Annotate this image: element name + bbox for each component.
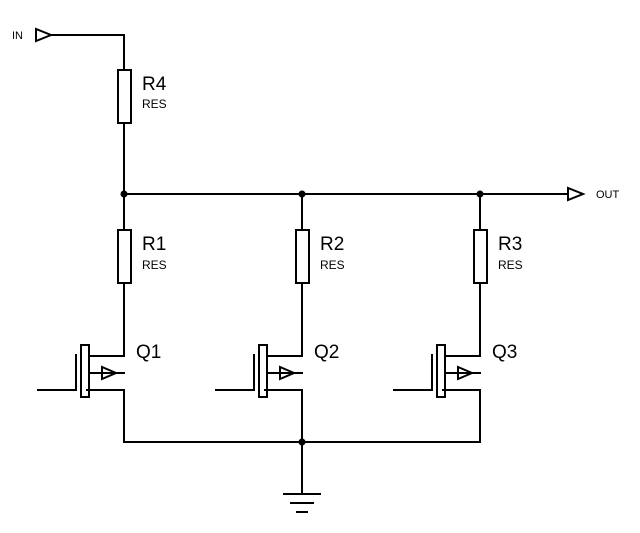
input-port-arrow-icon (35, 27, 54, 43)
q2-gate-wire (215, 354, 255, 391)
transistor-q1-designator: Q1 (136, 342, 161, 363)
q3-gate-wire (393, 354, 433, 391)
resistor-r2-value: RES (320, 258, 345, 272)
q1-channel (80, 344, 90, 398)
q1-drain-wire (86, 282, 125, 357)
q1-gate-wire (37, 354, 77, 391)
resistor-r3-body (473, 229, 488, 284)
resistor-r1-designator: R1 (142, 234, 166, 255)
transistor-q2-designator: Q2 (314, 342, 339, 363)
resistor-r2: R2 RES (295, 229, 345, 284)
input-port: IN (12, 27, 54, 43)
transistor-q2: Q2 (215, 282, 339, 443)
resistor-r1-body (117, 229, 132, 284)
resistor-r4-body (117, 69, 132, 124)
transistor-q3: Q3 (393, 282, 517, 443)
wire-input (50, 34, 125, 71)
output-port: OUT (567, 186, 620, 202)
junction-dot (120, 190, 128, 198)
resistor-r3: R3 RES (473, 229, 523, 284)
q3-channel (436, 344, 446, 398)
output-port-label: OUT (596, 189, 620, 201)
resistor-r2-body (295, 229, 310, 284)
resistor-r4: R4 RES (117, 69, 167, 124)
resistor-r4-value: RES (142, 97, 167, 111)
resistor-r3-designator: R3 (498, 234, 522, 255)
q3-drain-wire (442, 282, 481, 357)
output-port-arrow-icon (567, 186, 586, 202)
q2-source-wire (264, 389, 303, 443)
q2-channel (258, 344, 268, 398)
q1-arrow-icon (101, 365, 119, 381)
resistor-r3-value: RES (498, 258, 523, 272)
q3-arrow-icon (457, 365, 475, 381)
transistor-q1: Q1 (37, 282, 161, 443)
q2-drain-wire (264, 282, 303, 357)
q1-source-wire (86, 389, 125, 443)
resistor-r4-designator: R4 (142, 74, 167, 95)
resistor-r1-value: RES (142, 258, 167, 272)
ground-icon (283, 493, 321, 513)
resistor-r1: R1 RES (117, 229, 167, 284)
q3-source-wire (442, 389, 481, 443)
transistor-q3-designator: Q3 (492, 342, 517, 363)
q2-arrow-icon (279, 365, 297, 381)
input-port-label: IN (12, 30, 23, 42)
resistor-r2-designator: R2 (320, 234, 344, 255)
